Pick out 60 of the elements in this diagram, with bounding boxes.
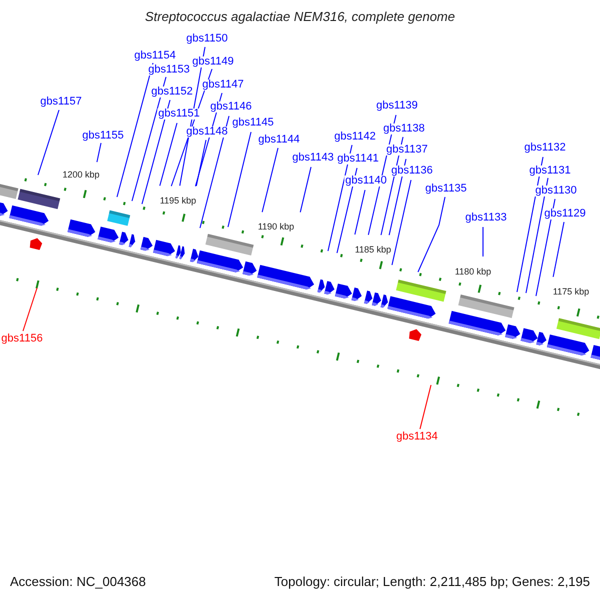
gene-label: gbs1150 [185,34,229,44]
leader-line [142,100,170,204]
accession-text: Accession: NC_004368 [10,575,146,588]
leader-line [392,180,412,266]
leader-line [552,222,564,278]
scale-label: 1185 kbp [354,246,392,254]
gene-label: gbs1129 [543,208,587,220]
leader-line [38,110,60,176]
gene-label: gbs1157 [39,96,83,108]
title: Streptococcus agalactiae NEM316, complete genome [144,10,456,23]
gene-label: gbs1131 [528,166,572,176]
leader-line [536,198,556,296]
gene-label: gbs1141 [336,154,380,164]
leader-line [96,142,102,163]
gene-label: gbs1132 [523,142,567,154]
leader-line [526,178,548,294]
gene-label: gbs1136 [390,166,434,176]
gene-label: gbs1144 [257,134,301,146]
leader-line [420,384,432,430]
scale-label: 1180 kbp [454,268,492,276]
gene-label: gbs1148 [185,126,229,138]
gene-label: gbs1153 [147,64,191,76]
gene-label: gbs1152 [150,86,194,98]
gene-label: gbs1142 [333,132,377,142]
leader-line [354,190,366,236]
scale-label: 1190 kbp [258,222,294,232]
gene-label: gbs1140 [344,176,388,186]
leader-line [336,168,358,254]
leader-line [22,288,38,332]
leader-line [228,132,252,228]
gene-label: gbs1155 [81,130,125,142]
gene-label: gbs1139 [375,100,419,112]
gene-label: gbs1146 [209,102,253,112]
scale-label: 1200 kbp [62,170,100,180]
gene-label: gbs1147 [201,80,245,90]
scale-label: 1175 kbp [552,288,590,296]
gene-label: gbs1154 [133,50,177,62]
gene-label: gbs1135 [424,184,468,194]
gene-label: gbs1145 [231,118,275,128]
gene-label: gbs1137 [385,144,429,156]
gene-label: gbs1143 [291,152,335,164]
gene-label: gbs1133 [464,212,508,224]
gene-label: gbs1149 [191,56,235,68]
leader-line [200,116,230,228]
leader-line [482,226,484,257]
leader-line [262,148,278,213]
leader-line [132,76,166,202]
gene-label: gbs1151 [157,108,201,120]
scale-label: 1195 kbp [160,196,196,206]
gene-label: gbs1138 [382,124,426,134]
leader-line [196,140,206,186]
leader-line [300,166,312,213]
leader-line [328,144,352,252]
gene-label: gbs1130 [534,186,578,196]
leader-line [116,62,154,198]
leader-line [159,122,178,186]
gene-label: gbs1156 [0,334,44,344]
genome-stats-text: Topology: circular; Length: 2,211,485 bp; Genes: 2,195 [274,575,590,588]
leader-line [418,196,446,272]
gene-label: gbs1134 [395,432,439,442]
